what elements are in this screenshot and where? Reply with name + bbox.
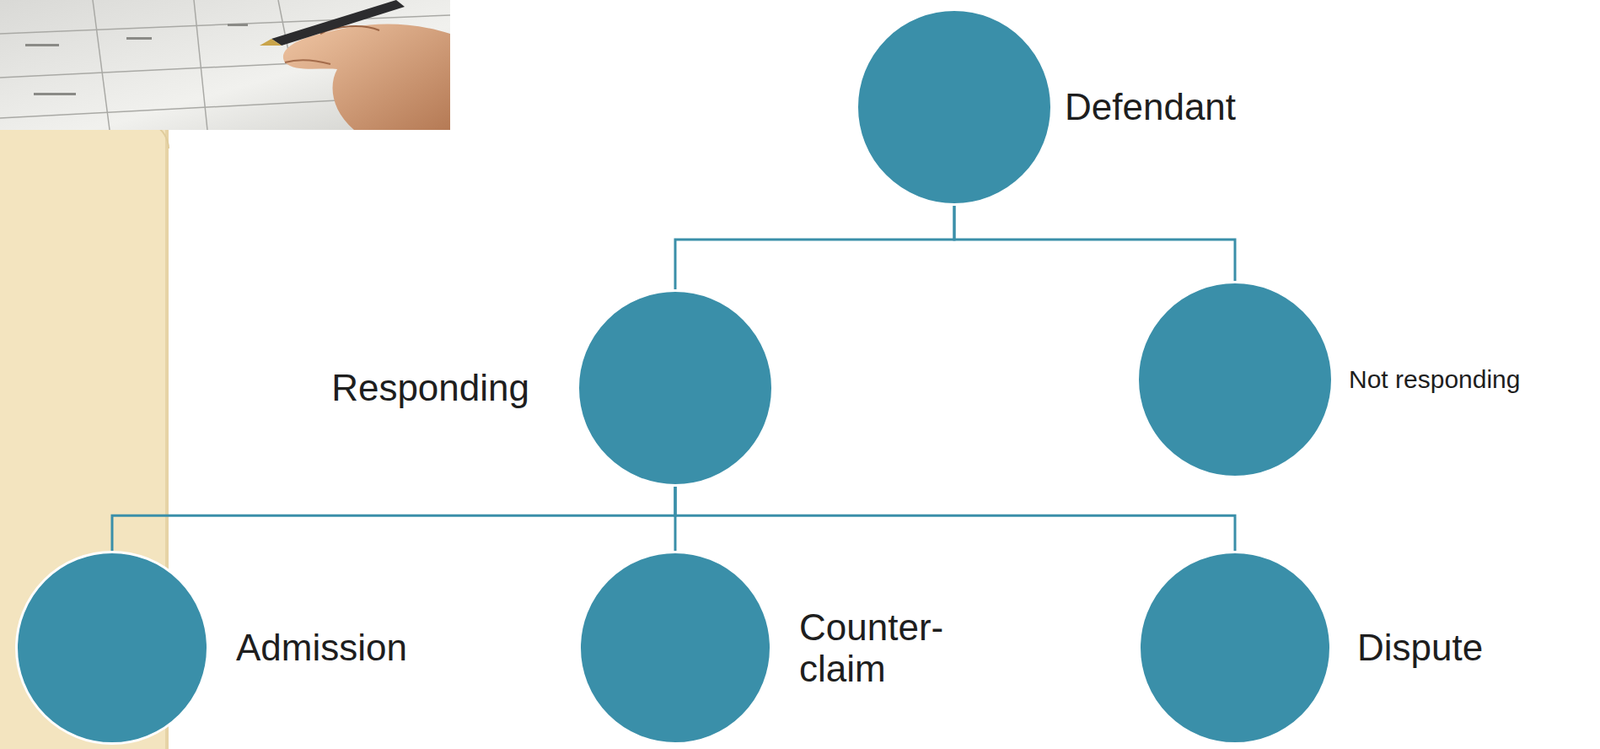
circle-node: Not responding	[1136, 280, 1334, 478]
circle-shape	[15, 550, 210, 745]
circle-node: Admission	[15, 550, 210, 745]
node-label: Dispute	[1357, 626, 1483, 668]
node-label: Defendant	[1064, 85, 1236, 128]
circle-node: Dispute	[1138, 550, 1332, 745]
circle-node: Responding	[576, 289, 774, 487]
circle-shape	[578, 550, 773, 745]
writing-photo	[0, 0, 451, 130]
tree-connector	[675, 486, 1235, 551]
node-label: Responding	[331, 366, 530, 409]
node-label: Admission	[236, 626, 408, 668]
tree-connector	[675, 205, 955, 290]
circle-node: Defendant	[855, 8, 1053, 206]
circle-fill	[578, 290, 774, 486]
circle-shape	[576, 289, 774, 487]
node-label: Counter- claim	[799, 606, 972, 690]
circle-shape	[1136, 280, 1334, 478]
circle-fill	[1138, 282, 1333, 478]
tree-connector	[112, 486, 676, 551]
circle-shape	[855, 8, 1053, 206]
tree-connector	[954, 205, 1235, 281]
circle-fill	[857, 10, 1053, 205]
circle-fill	[16, 552, 209, 744]
circle-shape	[1138, 550, 1332, 745]
circle-fill	[579, 552, 772, 744]
circle-node: Counter- claim	[578, 550, 773, 745]
node-label: Not responding	[1348, 365, 1520, 394]
circle-fill	[1139, 552, 1332, 744]
